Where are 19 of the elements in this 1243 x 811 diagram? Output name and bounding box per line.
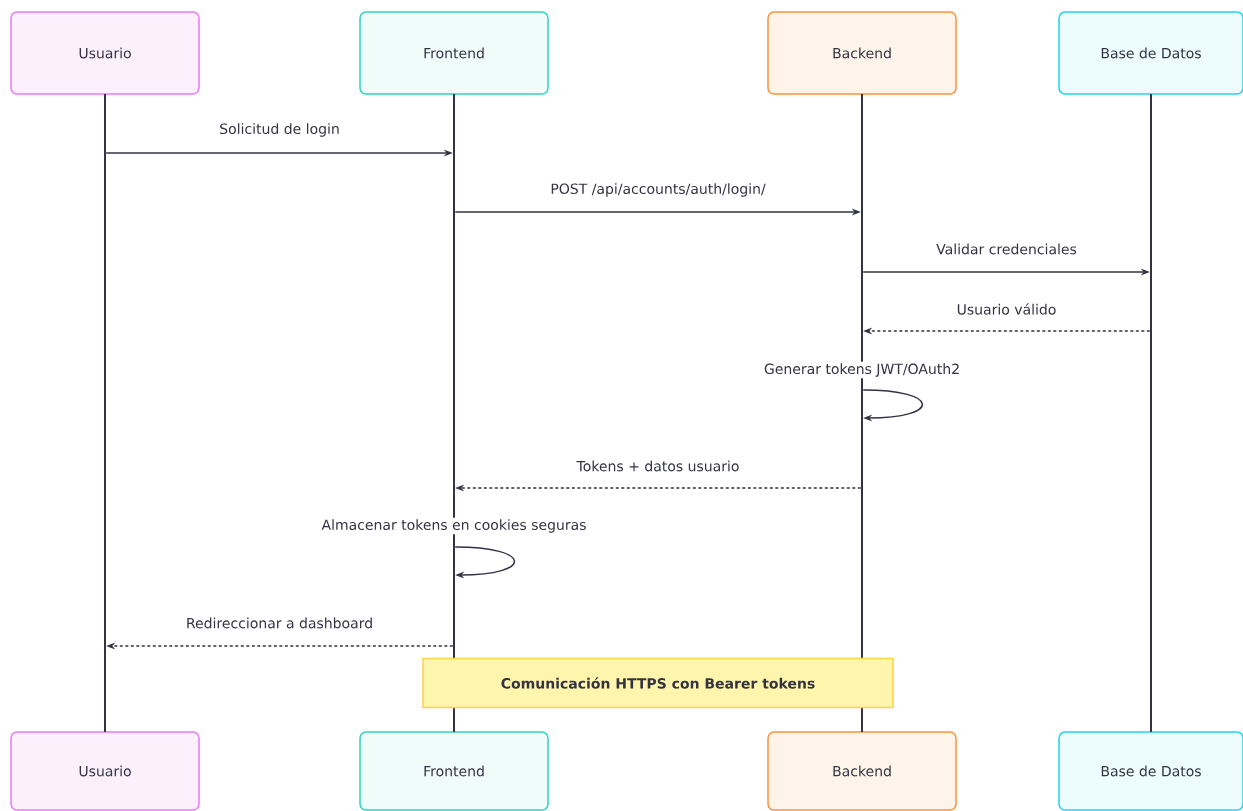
edge-label: Redireccionar a dashboard bbox=[184, 616, 375, 630]
participant-box: Usuario bbox=[10, 731, 200, 811]
edge-label: Validar credenciales bbox=[934, 242, 1079, 256]
edge-label: Solicitud de login bbox=[217, 121, 342, 139]
edge-label: POST /api/accounts/auth/login/ bbox=[548, 181, 768, 199]
participant-box: Base de Datos bbox=[1058, 731, 1243, 811]
note-box: Comunicación HTTPS con Bearer tokens bbox=[422, 657, 894, 709]
participant-box: Backend bbox=[767, 11, 957, 95]
edge-label: Tokens + datos usuario bbox=[575, 459, 741, 473]
participant-box: Frontend bbox=[359, 11, 549, 95]
self-arrow bbox=[862, 389, 924, 422]
participant-box: Usuario bbox=[10, 11, 200, 95]
edge-label: Almacenar tokens en cookies seguras bbox=[320, 517, 588, 535]
participant-box: Backend bbox=[767, 731, 957, 811]
participant-box: Frontend bbox=[359, 731, 549, 811]
self-arrow bbox=[454, 546, 516, 579]
participant-box: Base de Datos bbox=[1058, 11, 1243, 95]
edge-label: Generar tokens JWT/OAuth2 bbox=[762, 361, 962, 379]
edge-label: Usuario válido bbox=[955, 301, 1058, 317]
